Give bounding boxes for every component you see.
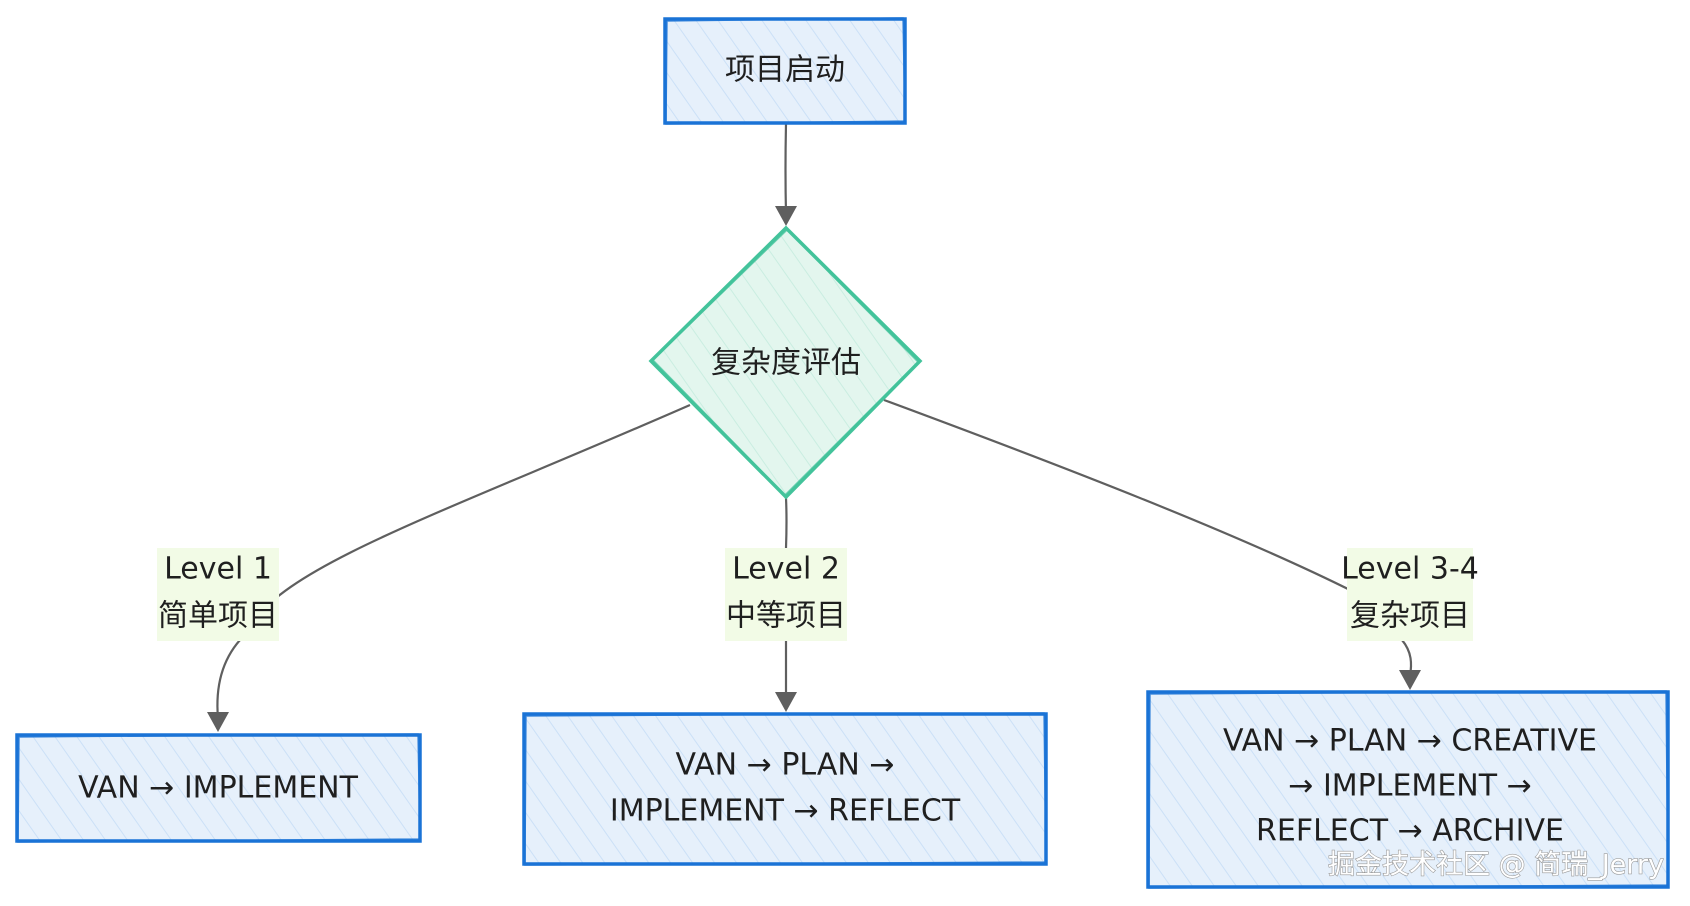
level34-flow-node[interactable]: VAN → PLAN → CREATIVE → IMPLEMENT → REFL… bbox=[1146, 690, 1670, 889]
level1-flow-node[interactable]: VAN → IMPLEMENT bbox=[15, 733, 422, 843]
edge-level1-to-flow bbox=[216, 639, 241, 719]
level2-flow-node[interactable]: VAN → PLAN → IMPLEMENT → REFLECT bbox=[522, 712, 1048, 866]
edge-label-level2-line2: 中等项目 bbox=[726, 599, 846, 634]
level34-flow-line3: REFLECT → ARCHIVE bbox=[1256, 814, 1564, 849]
edge-decision-to-level2 bbox=[784, 497, 788, 549]
level34-flow-line2: → IMPLEMENT → bbox=[1288, 769, 1531, 804]
edge-label-level1-line1: Level 1 bbox=[164, 552, 272, 587]
decision-node-label: 复杂度评估 bbox=[711, 346, 861, 381]
level2-flow-line2: IMPLEMENT → REFLECT bbox=[610, 794, 961, 829]
edge-label-level34-line2: 复杂项目 bbox=[1350, 599, 1470, 634]
start-node-label: 项目启动 bbox=[725, 53, 845, 88]
edge-decision-to-level34 bbox=[883, 398, 1355, 593]
edge-label-level34-line1: Level 3-4 bbox=[1341, 552, 1479, 587]
level1-flow-label: VAN → IMPLEMENT bbox=[78, 771, 359, 806]
watermark-text: 掘金技术社区 @ 简瑞_Jerry bbox=[1328, 850, 1664, 881]
start-node[interactable]: 项目启动 bbox=[663, 17, 907, 125]
edge-level1-arrowhead bbox=[207, 712, 229, 732]
decision-node[interactable]: 复杂度评估 bbox=[648, 225, 923, 500]
edge-label-level2: Level 2 中等项目 bbox=[725, 548, 847, 641]
edge-level2-arrowhead bbox=[775, 692, 797, 712]
edge-start-to-decision bbox=[784, 123, 788, 215]
edge-decision-arrowhead bbox=[775, 206, 797, 226]
level2-flow-line1: VAN → PLAN → bbox=[676, 748, 895, 783]
edge-label-level1-line2: 简单项目 bbox=[158, 599, 278, 634]
edge-label-level34: Level 3-4 复杂项目 bbox=[1341, 548, 1479, 641]
edge-label-level1: Level 1 简单项目 bbox=[157, 548, 279, 641]
edges bbox=[207, 123, 1421, 732]
edge-decision-to-level1 bbox=[253, 403, 691, 621]
edge-label-level2-line1: Level 2 bbox=[732, 552, 840, 587]
level34-flow-line1: VAN → PLAN → CREATIVE bbox=[1223, 724, 1597, 759]
edge-level34-arrowhead bbox=[1399, 670, 1421, 690]
